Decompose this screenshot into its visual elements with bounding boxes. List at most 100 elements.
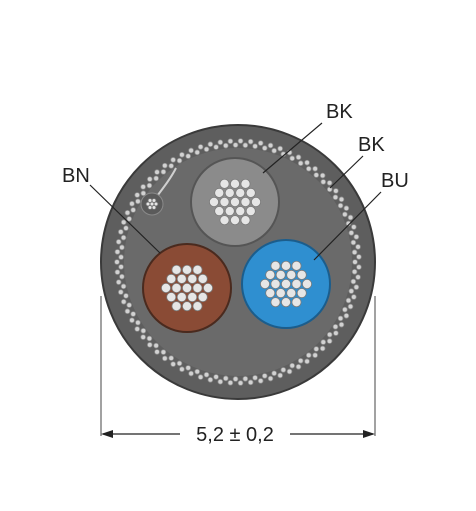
shield-bead — [313, 172, 320, 178]
shield-bead — [252, 143, 258, 150]
shield-bead — [320, 179, 327, 185]
shield-bead — [222, 375, 229, 382]
wire-strand — [229, 196, 240, 207]
shield-bead — [237, 380, 244, 386]
wire-strand — [280, 260, 291, 271]
shield-bead — [345, 297, 352, 304]
shield-bead — [162, 355, 168, 362]
shield-bead — [140, 327, 147, 334]
shield-bead — [146, 335, 153, 342]
label-bk-inner: BK — [326, 101, 353, 123]
shield-bead — [356, 254, 362, 260]
wire-strand — [240, 215, 251, 226]
wire-strand — [291, 260, 302, 271]
shield-bead — [140, 190, 147, 197]
shield-bead — [123, 225, 129, 231]
shield-bead — [185, 365, 191, 371]
shield-bead — [135, 319, 141, 326]
shield-bead — [333, 330, 339, 336]
shield-bead — [257, 140, 264, 146]
wire-strand — [270, 297, 281, 308]
shield-bead — [332, 194, 339, 201]
wire-strand — [275, 269, 286, 280]
drain-strand — [147, 198, 153, 203]
shield-bead — [242, 142, 249, 149]
wire-strand — [181, 264, 192, 275]
shield-bead — [120, 234, 127, 241]
wire-strand — [192, 264, 203, 275]
shield-bead — [342, 306, 348, 313]
shield-bead — [337, 202, 344, 209]
shield-bead — [154, 169, 160, 175]
wire-strand — [171, 282, 182, 293]
shield-bead — [277, 372, 283, 379]
label-bk-outer: BK — [358, 134, 385, 156]
wire-strand — [240, 178, 251, 189]
wire-strand — [265, 288, 276, 299]
shield-bead — [197, 144, 204, 150]
drain-strand — [147, 205, 153, 210]
shield-bead — [115, 279, 122, 285]
shield-bead — [146, 342, 153, 348]
shield-bead — [355, 244, 361, 250]
wire-strand — [245, 206, 256, 217]
shield-bead — [289, 155, 296, 162]
drain-strand — [151, 198, 157, 203]
shield-bead — [227, 138, 234, 145]
shield-bead — [124, 209, 131, 216]
shield-bead — [326, 186, 333, 193]
wire-strand — [187, 292, 198, 303]
shield-bead — [135, 198, 141, 205]
shield-bead — [123, 293, 129, 299]
wire-strand — [197, 273, 208, 284]
shield-bead — [350, 278, 357, 285]
shield-bead — [170, 157, 176, 163]
drain-strand — [145, 201, 151, 207]
leader-bk-inner — [262, 122, 323, 174]
shield-bead — [343, 205, 350, 211]
shield-bead — [312, 165, 318, 172]
wire-strand — [176, 273, 187, 284]
shield-bead — [305, 352, 312, 358]
wire-strand — [160, 282, 171, 293]
shield-bead — [217, 139, 224, 146]
wire-strand — [265, 269, 276, 280]
label-bu: BU — [381, 170, 409, 192]
shield-bead — [261, 145, 268, 151]
shield-bead — [124, 308, 131, 315]
shield-bead — [188, 147, 194, 154]
shield-bead — [247, 138, 254, 145]
wire-strand — [192, 282, 203, 293]
wire-strand — [275, 288, 286, 299]
shield-bead — [351, 268, 358, 275]
shield-bead — [271, 370, 277, 377]
shield-bead — [118, 264, 124, 270]
wire-strand — [219, 196, 230, 207]
shield-bead — [353, 234, 360, 240]
wire-strand — [219, 215, 230, 226]
wire-strand — [229, 215, 240, 226]
shield-bead — [267, 375, 274, 382]
wire-strand — [208, 196, 219, 207]
shield-bead — [129, 200, 135, 207]
core-bk — [190, 157, 280, 247]
shield-bead — [289, 362, 296, 369]
shield-bead — [355, 274, 361, 280]
shield-bead — [179, 151, 185, 158]
shield-bead — [162, 162, 168, 169]
wire-strand — [171, 301, 182, 312]
wire-strand — [192, 301, 203, 312]
shield-bead — [146, 182, 153, 189]
shield-bead — [207, 377, 214, 383]
shield-bead — [118, 254, 124, 260]
shield-bead — [286, 368, 293, 375]
shield-bead — [252, 374, 258, 381]
shield-bead — [153, 175, 159, 182]
shield-bead — [351, 294, 357, 300]
shield-bead — [120, 283, 127, 290]
shield-bead — [203, 146, 210, 153]
shield-bead — [227, 379, 234, 386]
shield-bead — [160, 349, 167, 355]
wire-strand — [187, 273, 198, 284]
